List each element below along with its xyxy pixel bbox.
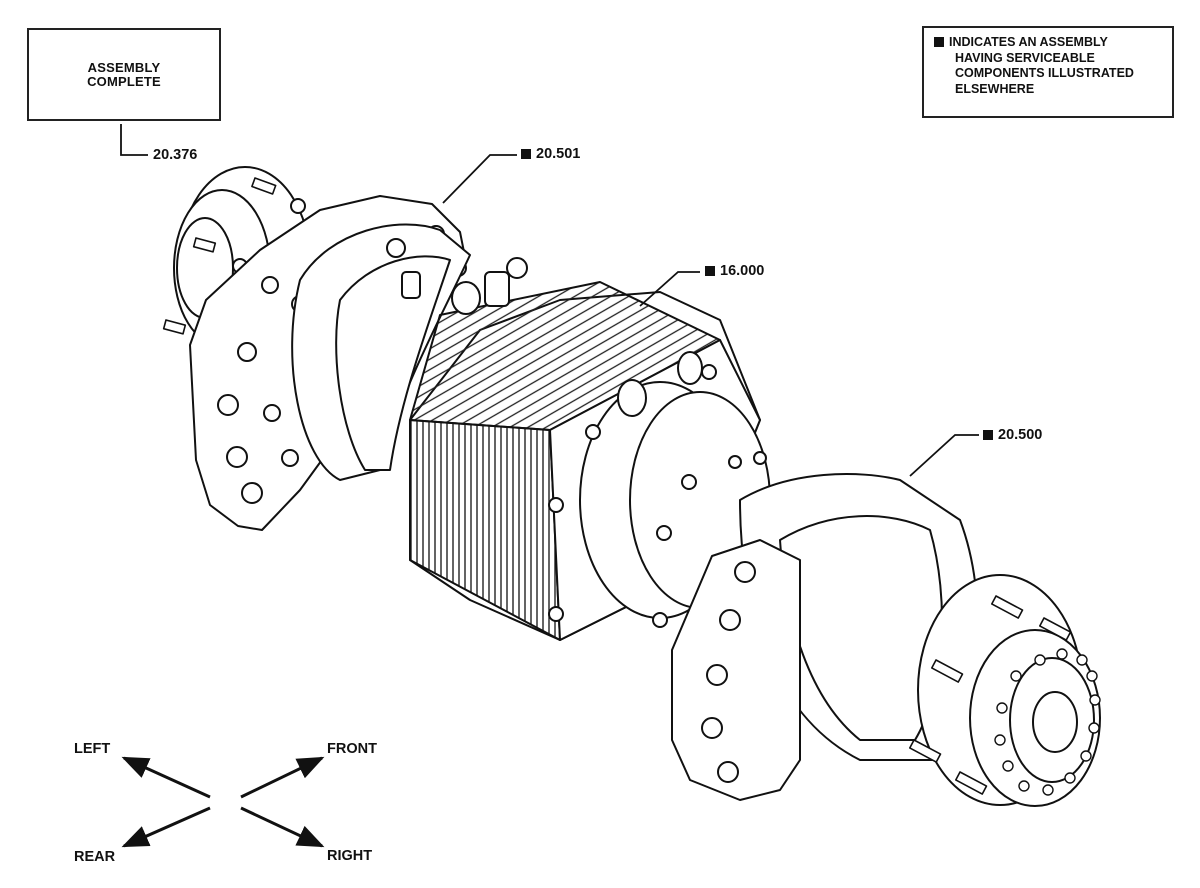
leader-20501	[442, 154, 517, 204]
differential-housing	[409, 257, 771, 641]
callout-20500: 20.500	[983, 427, 1042, 443]
assembly-square-icon	[521, 149, 531, 159]
legend-line3: COMPONENTS ILLUSTRATED	[955, 66, 1134, 80]
assembly-line2: COMPLETE	[87, 73, 161, 89]
assembly-square-icon	[983, 430, 993, 440]
callout-16000-label: 16.000	[720, 263, 765, 279]
leader-20376	[120, 124, 148, 156]
callout-20376-label: 20.376	[153, 147, 198, 163]
assembly-square-icon	[705, 266, 715, 276]
arrow-front	[240, 756, 325, 799]
callout-20376: 20.376	[153, 147, 197, 163]
arrow-rear	[121, 806, 211, 848]
legend-line1: INDICATES AN ASSEMBLY	[949, 35, 1108, 49]
leader-16000	[639, 271, 700, 307]
assembly-complete-box: ASSEMBLY COMPLETE	[27, 28, 221, 121]
right-wheel-hub	[908, 574, 1101, 807]
direction-rear-label: REAR	[74, 849, 116, 865]
callout-16000: 16.000	[705, 263, 764, 279]
leader-lines	[120, 124, 979, 477]
assembly-line1: ASSEMBLY	[87, 59, 161, 75]
legend-square-icon	[934, 37, 944, 47]
legend-box: INDICATES AN ASSEMBLY HAVING SERVICEABLE…	[922, 26, 1174, 118]
callout-20500-label: 20.500	[998, 427, 1043, 443]
leader-20500	[909, 434, 979, 477]
legend-line4: ELSEWHERE	[955, 81, 1035, 96]
legend-line2: HAVING SERVICEABLE	[955, 50, 1095, 65]
direction-right-label: RIGHT	[327, 848, 373, 864]
callout-20501: 20.501	[521, 146, 580, 162]
callout-20501-label: 20.501	[536, 146, 581, 162]
arrow-right	[240, 806, 325, 848]
direction-front-label: FRONT	[327, 741, 377, 757]
left-brake-housing	[291, 223, 471, 481]
arrow-left	[121, 756, 211, 799]
right-brake-flange	[671, 539, 801, 801]
orientation-arrows	[121, 756, 325, 848]
direction-left-label: LEFT	[74, 741, 111, 757]
